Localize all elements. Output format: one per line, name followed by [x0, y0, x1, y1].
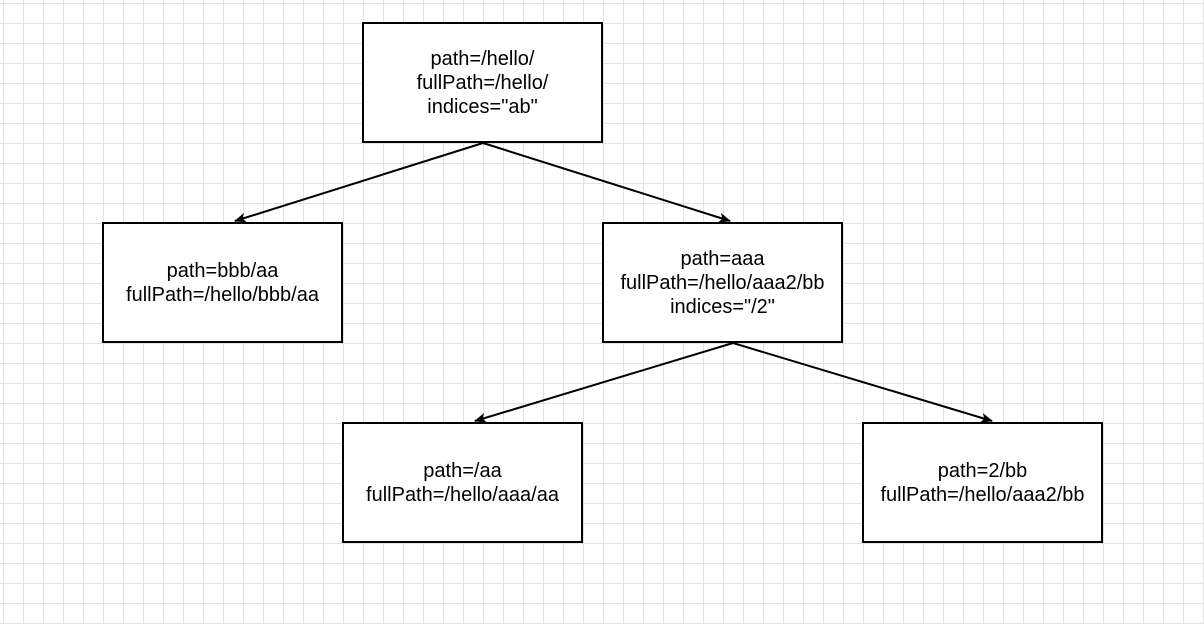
node-line-path: path=bbb/aa: [166, 259, 279, 282]
node-line-fullpath: fullPath=/hello/bbb/aa: [126, 283, 319, 306]
node-bbb-aa[interactable]: path=bbb/aa fullPath=/hello/bbb/aa: [102, 222, 343, 343]
node-line-path: path=aaa: [680, 247, 765, 270]
node-line-fullpath: fullPath=/hello/aaa2/bb: [620, 271, 825, 294]
node-line-path: path=2/bb: [937, 459, 1028, 482]
edge-aaa-to-aa: [474, 342, 734, 423]
node-slash-aa[interactable]: path=/aa fullPath=/hello/aaa/aa: [342, 422, 583, 543]
node-line-indices: indices="/2": [670, 295, 775, 318]
edge-root-to-bbb: [234, 142, 484, 223]
edge-aaa-to-2bb: [732, 342, 993, 423]
node-line-indices: indices="ab": [427, 95, 538, 118]
node-aaa[interactable]: path=aaa fullPath=/hello/aaa2/bb indices…: [602, 222, 843, 343]
node-line-fullpath: fullPath=/hello/: [416, 71, 549, 94]
node-2-bb[interactable]: path=2/bb fullPath=/hello/aaa2/bb: [862, 422, 1103, 543]
node-line-path: path=/hello/: [430, 47, 535, 70]
node-line-fullpath: fullPath=/hello/aaa/aa: [366, 483, 559, 506]
node-root-hello[interactable]: path=/hello/ fullPath=/hello/ indices="a…: [362, 22, 603, 143]
node-line-fullpath: fullPath=/hello/aaa2/bb: [880, 483, 1085, 506]
edge-root-to-aaa: [482, 142, 731, 223]
node-line-path: path=/aa: [423, 459, 502, 482]
